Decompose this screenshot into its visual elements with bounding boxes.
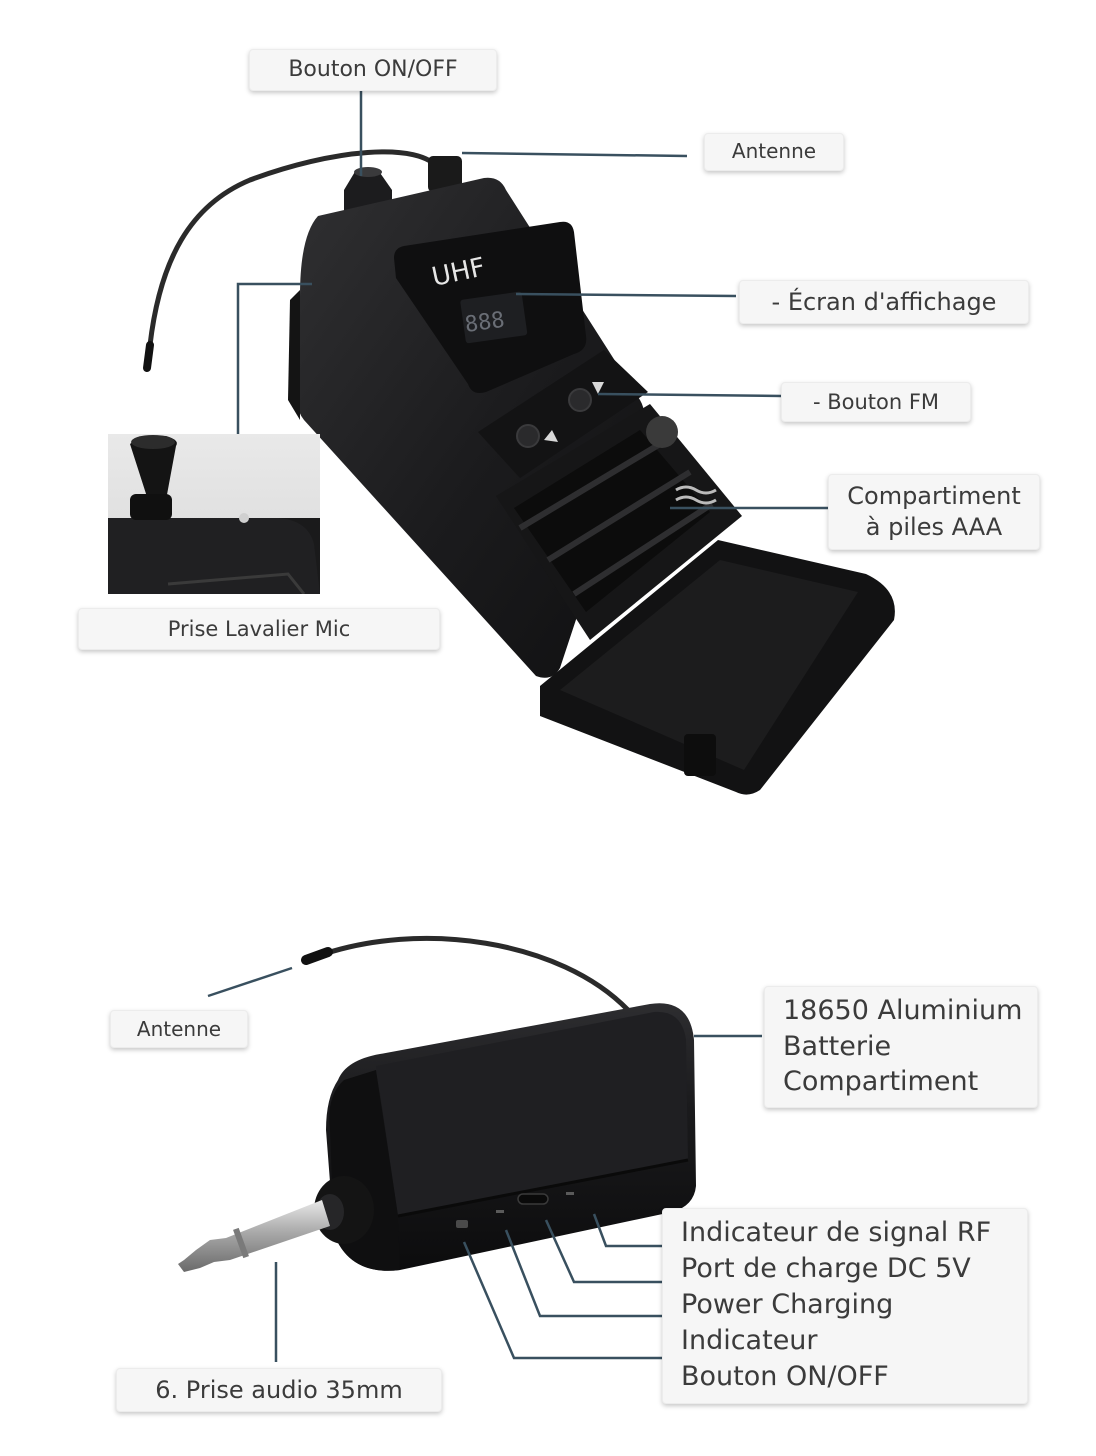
label-rf-signal: Indicateur de signal RF [681,1217,992,1248]
label-top-antenna-text: Antenne [731,139,817,163]
label-audio-jack: 6. Prise audio 35mm [116,1368,442,1412]
label-bottom-functions: Indicateur de signal RF Port de charge D… [662,1208,1028,1404]
top-display-panel [394,221,587,393]
label-battery-aaa-line1: Compartiment [847,482,1021,510]
label-bottom-on-off: Bouton ON/OFF [681,1360,889,1392]
label-charge-port: Port de charge DC 5V [681,1252,971,1284]
label-battery-18650: 18650 Aluminium Batterie Compartiment [764,986,1038,1108]
leader-top-antenna [461,151,688,158]
label-fm-button-text: - Bouton FM [812,390,940,414]
leader-bottom-on-off [462,1241,664,1360]
top-belt-clip [288,290,300,420]
top-button-panel [478,350,648,478]
label-fm-button: - Bouton FM [781,382,971,422]
bottom-jack-collar [314,1176,374,1244]
bottom-audio-jack [178,1200,330,1272]
label-lavalier-mic: Prise Lavalier Mic [78,608,440,650]
label-bottom-antenna: Antenne [110,1010,248,1048]
label-power-charging: Power Charging [681,1288,894,1320]
leader-fm-button [597,392,783,398]
lavalier-inset-photo [108,434,320,594]
bottom-device-body [326,1003,696,1271]
top-lcd [460,291,528,344]
label-battery-18650-line2: Batterie [783,1030,892,1062]
top-device-body [297,177,644,678]
svg-text:888: 888 [463,308,506,338]
label-audio-jack-text: 6. Prise audio 35mm [155,1376,403,1404]
bottom-antenna-tip [301,947,333,965]
label-battery-aaa: Compartiment à piles AAA [828,474,1040,550]
bottom-transmitter-device [178,935,696,1272]
leader-lines [207,90,828,1362]
top-up-button [516,424,540,448]
leader-power-charging [504,1229,664,1318]
label-bottom-antenna-text: Antenne [136,1017,222,1041]
label-top-on-off: Bouton ON/OFF [249,49,497,91]
top-battery-compartment [496,404,742,640]
top-down-button [568,388,592,412]
label-indicator: Indicateur [681,1324,818,1356]
label-battery-18650-line1: 18650 Aluminium [783,995,1023,1026]
label-display-text: - Écran d'affichage [771,288,997,316]
bottom-antenna-wire [315,935,631,1013]
label-lavalier-mic-text: Prise Lavalier Mic [167,617,351,641]
label-top-antenna: Antenne [704,133,844,171]
top-battery-lid [540,540,895,795]
label-display: - Écran d'affichage [739,280,1029,324]
leader-rf-signal [592,1213,664,1248]
leader-display [515,292,737,298]
top-uhf-badge: UHF [429,252,488,292]
top-antenna-wire [147,149,443,348]
top-antenna-tip [143,341,154,372]
leader-charge-port [544,1219,664,1284]
top-antenna-base [428,156,462,192]
label-battery-18650-line3: Compartiment [783,1066,979,1098]
label-top-on-off-text: Bouton ON/OFF [288,57,458,82]
label-battery-aaa-line2: à piles AAA [865,512,1003,541]
leader-bottom-antenna [207,966,293,998]
top-power-knob [344,170,392,228]
bottom-usb-port [517,1193,549,1205]
bottom-front-face [329,1070,400,1271]
